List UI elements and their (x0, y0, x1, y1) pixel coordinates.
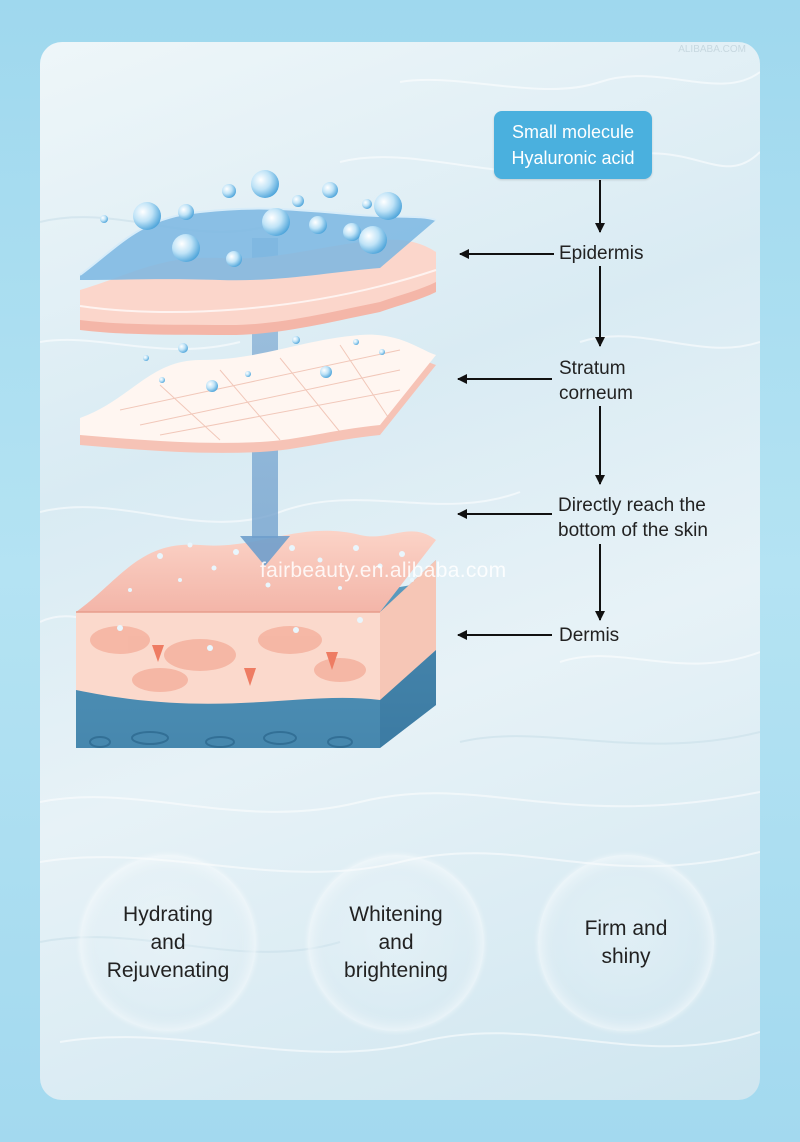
label-stratum-corneum: Stratum corneum (559, 358, 633, 404)
hyaluronic-droplets (100, 170, 402, 392)
benefit-bubble-firm: Firm and shiny (538, 855, 714, 1031)
label-epidermis: Epidermis (559, 243, 644, 264)
stratum-corneum-layer (80, 334, 436, 453)
benefit-bubble-whitening: Whitening and brightening (308, 855, 484, 1031)
flow-connectors (457, 180, 605, 640)
skin-block (76, 530, 436, 748)
watermark-top: ALIBABA.COM (678, 44, 746, 55)
source-box-hyaluronic-acid: Small molecule Hyaluronic acid (494, 111, 652, 179)
benefit-text-whitening: Whitening and brightening (344, 903, 448, 982)
label-reach-bottom: Directly reach the bottom of the skin (558, 495, 708, 541)
watermark: fairbeauty.en.alibaba.com (260, 559, 507, 582)
benefit-text-firm: Firm and shiny (584, 917, 668, 968)
label-dermis: Dermis (559, 625, 620, 646)
dermis-droplets (117, 542, 414, 651)
benefit-bubble-hydrating: Hydrating and Rejuvenating (80, 855, 256, 1031)
benefit-text-hydrating: Hydrating and Rejuvenating (106, 903, 230, 982)
source-box-line2: Hyaluronic acid (511, 148, 635, 168)
epidermis-layer (79, 207, 437, 335)
source-box-line1: Small molecule (511, 122, 635, 142)
